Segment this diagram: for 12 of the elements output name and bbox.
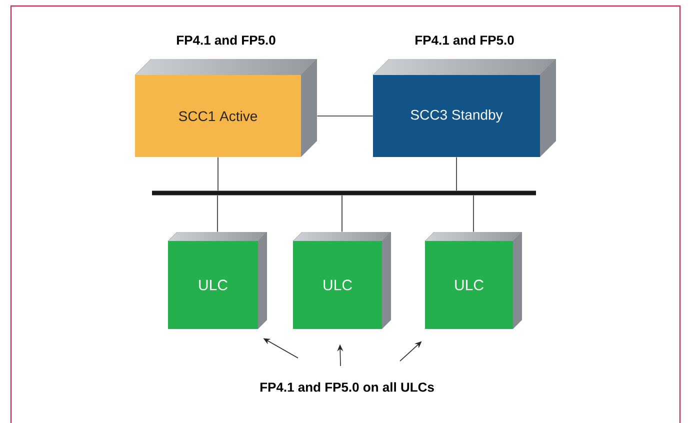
bus-bar [152,190,536,196]
connector-line [473,195,474,232]
cube-box: ULC [425,232,522,329]
heading: FP4.1 and FP5.0 [177,35,276,45]
heading: FP4.1 and FP5.0 [416,35,514,45]
cube-box: SCC1 Active [135,59,317,157]
connector-line [217,195,218,232]
caption: FP4.1 and FP5.0 on all ULCs [260,382,434,392]
cube-box: ULC [168,232,267,329]
connector-line [456,156,457,191]
cube-box: ULC [293,232,391,329]
cube-box: SCC3 Standby [373,59,556,157]
